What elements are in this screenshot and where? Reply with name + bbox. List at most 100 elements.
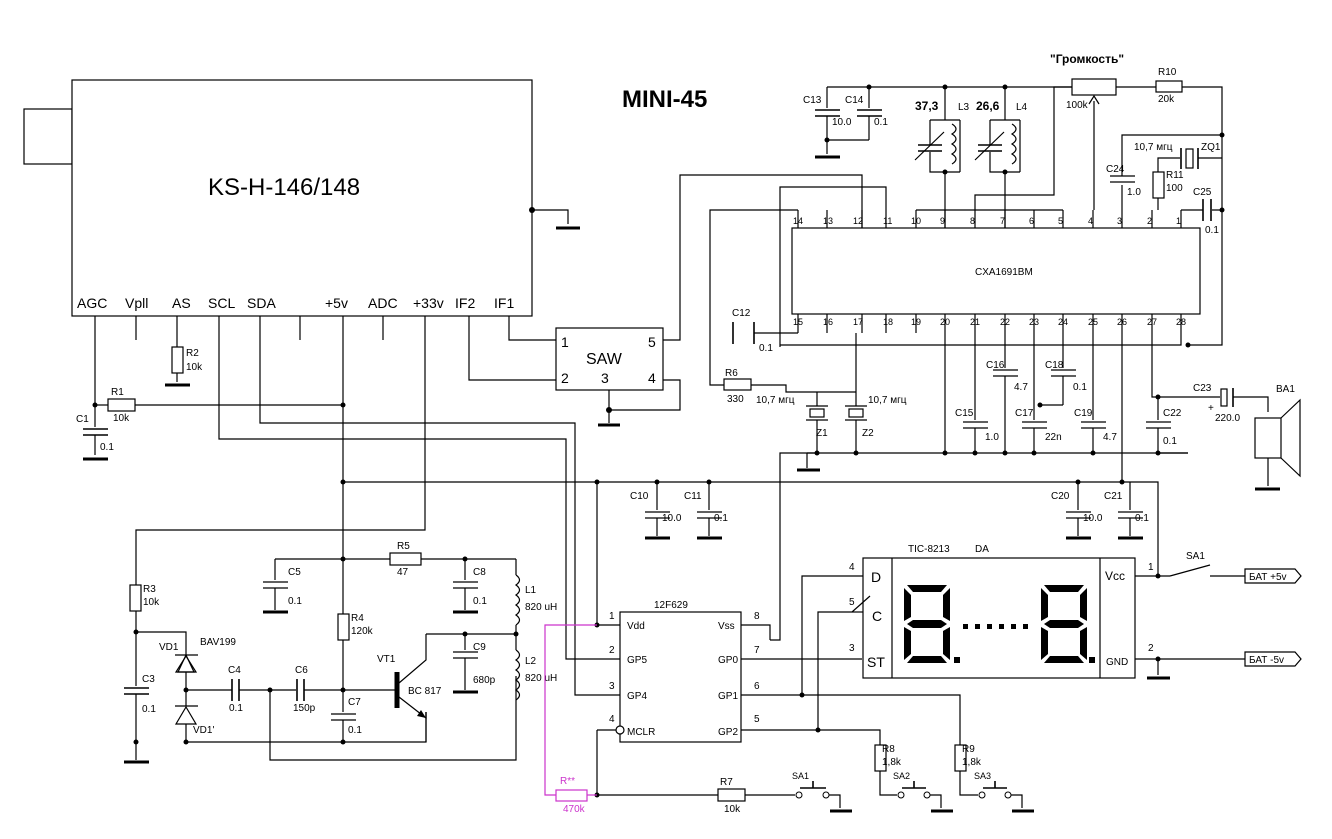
r6-resistor	[723, 378, 752, 391]
sa3-button-label[interactable]: SA3	[974, 771, 991, 781]
saw-pin-5: 5	[648, 334, 656, 350]
c7-value: 0.1	[348, 725, 362, 736]
c19-value: 4.7	[1103, 432, 1117, 443]
c23-capacitor	[1220, 388, 1228, 407]
rx-value: 470k	[563, 804, 586, 815]
z1-frequency: 10,7 мгц	[756, 395, 795, 406]
saw-filter: SAW 1 2 3 5 4	[468, 174, 863, 427]
vd-type: BAV199	[200, 637, 236, 648]
c8-value: 0.1	[473, 596, 487, 607]
ic-cxa-bottom-pins: 15 16 17 18 19 20 21 22 23 24 25 26 27 2…	[793, 317, 1186, 327]
tuner-pin-agc: AGC	[77, 295, 107, 311]
r4-resistor	[337, 613, 350, 641]
volume-value: 100k	[1066, 100, 1089, 111]
c1-label: C1	[76, 414, 89, 425]
tuner-module: KS-H-146/148 AGC Vpll AS SCL SDA +5v ADC…	[23, 79, 580, 340]
c22-label: C22	[1163, 408, 1182, 419]
vco-section: R3 10k C3 0.1 VD1 BAV199 VD1' C4 0.1 C6	[124, 541, 557, 764]
cxa-pin-3: 3	[1117, 216, 1122, 226]
r6-value: 330	[727, 394, 744, 405]
ic-cxa1691bm: CXA1691BM 14 13 12 11 10 9 8 7 6 5 4 3 2…	[709, 186, 1201, 386]
c9-label: C9	[473, 642, 486, 653]
r11-resistor	[1152, 171, 1165, 199]
tuner-antenna-socket	[23, 108, 73, 165]
c12-value: 0.1	[759, 343, 773, 354]
pic-pin-num-5: 5	[754, 714, 760, 725]
c10-value: 10.0	[662, 513, 682, 524]
ic-cxa-name: CXA1691BM	[975, 267, 1033, 278]
r3-resistor	[129, 584, 142, 612]
cxa-pin-16: 16	[823, 317, 833, 327]
tuner-pin-5v: +5v	[325, 295, 348, 311]
c23-plus: +	[1208, 403, 1214, 414]
pic-pin-gp1: GP1	[718, 691, 738, 702]
pic-name: 12F629	[654, 600, 688, 611]
r5-resistor	[389, 552, 422, 566]
c23-label: C23	[1193, 383, 1212, 394]
sa1-button-label[interactable]: SA1	[792, 771, 809, 781]
pic-pin-vdd: Vdd	[627, 621, 645, 632]
c6-label: C6	[295, 665, 308, 676]
display-pin-num-1: 1	[1148, 562, 1154, 573]
vd1b-label: VD1'	[193, 725, 214, 736]
pic-pin-num-1: 1	[609, 611, 615, 622]
display-tic8213: TIC-8213 DA D C ST Vcc GND 4 5 3 1 2	[801, 544, 1245, 730]
c9-value: 680p	[473, 675, 496, 686]
cxa-decoupling-caps: C15 1.0 C16 4.7 C17 22n C18 0.1 C19 4.7 …	[942, 333, 1220, 485]
c5-value: 0.1	[288, 596, 302, 607]
display-pin-c: C	[872, 608, 882, 624]
saw-pin-3: 3	[601, 370, 609, 386]
tuner-pin-sda: SDA	[247, 295, 276, 311]
zq1-frequency: 10,7 мгц	[1134, 142, 1173, 153]
c13-value: 10.0	[832, 117, 852, 128]
c20-label: C20	[1051, 491, 1070, 502]
pic-pin-gp0: GP0	[718, 655, 738, 666]
c21-value: 0.1	[1135, 513, 1149, 524]
r7-label: R7	[720, 777, 733, 788]
tuner-pin-if2: IF2	[455, 295, 475, 311]
sa2-button-label[interactable]: SA2	[893, 771, 910, 781]
c12-label: C12	[732, 308, 751, 319]
l1-label: L1	[525, 585, 537, 596]
pic-pin-num-4: 4	[609, 714, 615, 725]
ba1-label: BA1	[1276, 384, 1295, 395]
saw-pin-4: 4	[648, 370, 656, 386]
r8-value: 1,8k	[882, 757, 902, 768]
saw-pin-2: 2	[561, 370, 569, 386]
display-separator-dots	[963, 624, 1028, 629]
cxa-pin-11: 11	[883, 216, 892, 226]
c3-value: 0.1	[142, 704, 156, 715]
cxa-pin-9: 9	[940, 216, 945, 226]
tuner-name: KS-H-146/148	[208, 174, 360, 201]
c4-label: C4	[228, 665, 241, 676]
rx-resistor	[555, 789, 588, 802]
display-pin-st: ST	[867, 654, 885, 670]
volume-potentiometer	[1071, 78, 1117, 96]
c25-label: C25	[1193, 187, 1212, 198]
display-pin-num-2: 2	[1148, 643, 1154, 654]
r11-value: 100	[1166, 183, 1183, 194]
z2-label: Z2	[862, 428, 874, 439]
saw-pin-1: 1	[561, 334, 569, 350]
c3-label: C3	[142, 674, 155, 685]
c4-value: 0.1	[229, 703, 243, 714]
cxa-pin-5: 5	[1058, 216, 1063, 226]
power-decoupling: C10 10.0 C11 0.1 C20 10.0 C21 0.1	[594, 479, 1149, 625]
sa1-power-switch[interactable]: SA1	[1186, 551, 1205, 562]
r3-label: R3	[143, 584, 156, 595]
quartz-section: C24 1.0 R11 100 10,7 мгц ZQ1 C25 0.1	[780, 132, 1225, 348]
c21-label: C21	[1104, 491, 1123, 502]
r2-value: 10k	[186, 362, 203, 373]
r7-value: 10k	[724, 804, 741, 815]
c7-label: C7	[348, 697, 361, 708]
battery-minus-label: БАТ -5v	[1249, 655, 1284, 666]
buttons-section: R7 10k SA1 R8 1,8k SA2 R9 1,8k SA3	[717, 744, 1034, 815]
r1-label: R1	[111, 387, 124, 398]
r9-value: 1,8k	[962, 757, 982, 768]
tuner-pin-adc: ADC	[368, 295, 398, 311]
r11-label: R11	[1166, 170, 1184, 181]
display-pin-num-3: 3	[849, 643, 855, 654]
r7-resistor	[717, 788, 746, 802]
c13-c14-group: C13 C14 10.0 0.1	[803, 84, 1072, 159]
l4-frequency: 26,6	[976, 99, 1000, 113]
